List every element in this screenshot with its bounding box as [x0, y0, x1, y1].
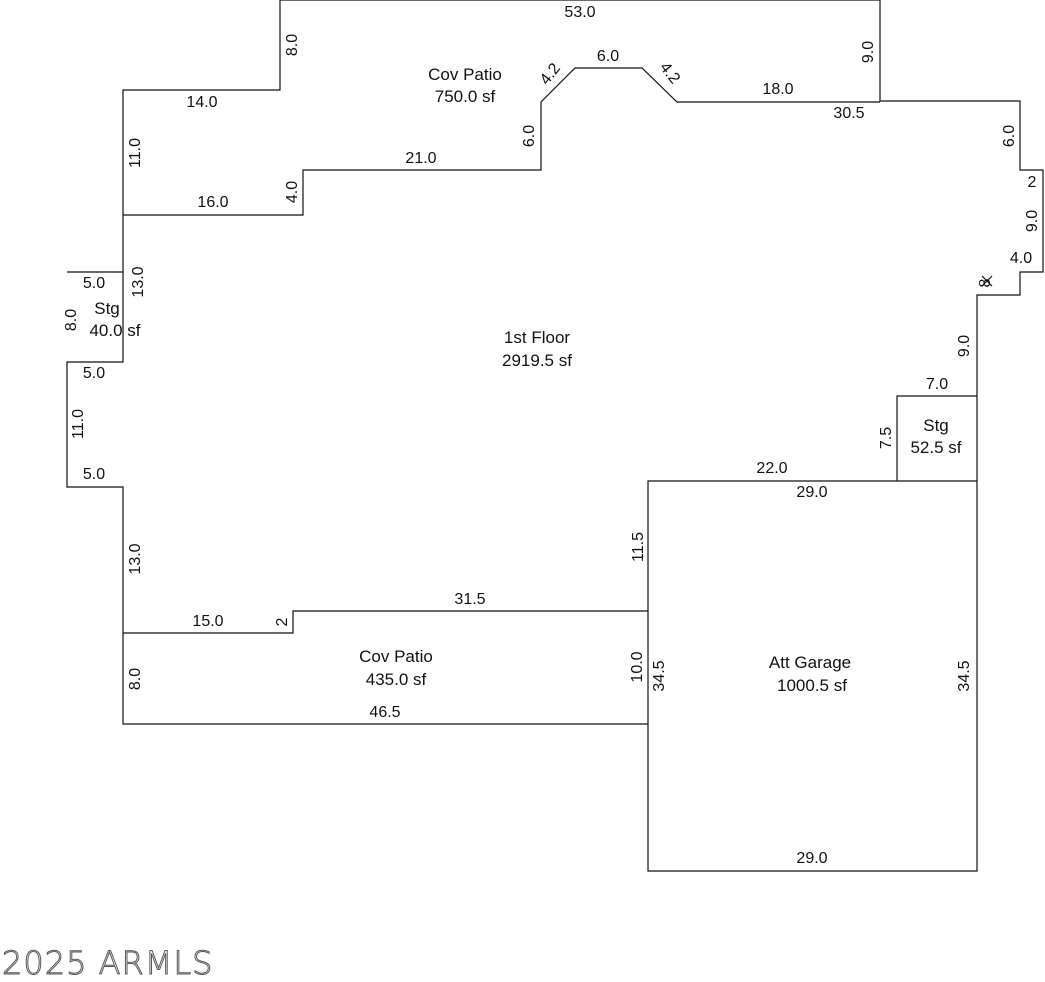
room-labels: Cov Patio 750.0 sf 1st Floor 2919.5 sf S… — [89, 65, 961, 695]
dim-label: 6.0 — [1001, 125, 1018, 147]
garage-outline — [647, 481, 978, 872]
plan-outlines — [66, 0, 1044, 872]
dim-label: 10.0 — [629, 651, 646, 682]
dim-label: 11.0 — [70, 409, 87, 439]
room-name-cov-patio-top: Cov Patio — [428, 65, 502, 84]
dim-label: 5.0 — [83, 466, 105, 483]
dim-label: 18.0 — [762, 81, 793, 98]
dim-label: 31.5 — [454, 591, 485, 608]
room-name-att-garage: Att Garage — [769, 653, 851, 672]
house-outline — [66, 0, 1044, 634]
room-name-stg-left: Stg — [94, 299, 120, 318]
dim-label: 11.5 — [630, 532, 647, 562]
dim-label: 8.0 — [63, 309, 80, 331]
room-area-first-floor: 2919.5 sf — [502, 351, 572, 370]
room-area-stg-right: 52.5 sf — [910, 438, 961, 457]
dim-label: 7.0 — [926, 376, 948, 393]
dim-label: 8.0 — [284, 34, 301, 56]
dim-label: 11.0 — [127, 138, 144, 168]
corner-marker — [981, 275, 993, 287]
dim-label: 9.0 — [860, 41, 877, 63]
dim-label: 15.0 — [192, 613, 223, 630]
room-name-first-floor: 1st Floor — [504, 328, 570, 347]
room-area-cov-patio-bottom: 435.0 sf — [366, 670, 427, 689]
dim-label: 13.0 — [127, 543, 144, 574]
bottom-patio-outline — [122, 611, 649, 725]
room-name-cov-patio-bottom: Cov Patio — [359, 647, 433, 666]
dimension-labels: 53.0 8.0 9.0 14.0 6.0 4.2 4.2 18.0 30.5 … — [63, 4, 1041, 867]
dim-label: 9.0 — [956, 335, 973, 357]
dim-label: 5.0 — [83, 365, 105, 382]
dim-label: 7.5 — [878, 427, 895, 449]
top-patio-inner-boundary — [123, 67, 880, 216]
right-storage-outline — [896, 395, 977, 481]
dim-label: 2 — [274, 617, 291, 626]
dim-label: 29.0 — [796, 484, 827, 501]
dim-label: 8 — [977, 278, 994, 287]
dim-label: 5.0 — [83, 275, 105, 292]
dim-label: 9.0 — [1024, 210, 1041, 232]
watermark-text: 2025 ARMLS — [1, 944, 214, 982]
room-area-att-garage: 1000.5 sf — [777, 676, 847, 695]
dim-label: 6.0 — [521, 125, 538, 147]
room-name-stg-right: Stg — [923, 416, 949, 435]
dim-label: 34.5 — [651, 660, 668, 691]
dim-label: 22.0 — [756, 460, 787, 477]
dim-label: 29.0 — [796, 850, 827, 867]
dim-label: 8.0 — [127, 668, 144, 690]
dim-label: 14.0 — [186, 94, 217, 111]
dim-label: 21.0 — [405, 150, 436, 167]
dim-label: 16.0 — [197, 194, 228, 211]
dim-label: 4.2 — [537, 60, 564, 88]
dim-label: 13.0 — [130, 266, 147, 297]
dim-label: 4.0 — [284, 181, 301, 203]
dim-label: 4.0 — [1010, 250, 1032, 267]
room-area-cov-patio-top: 750.0 sf — [435, 87, 496, 106]
dim-label: 34.5 — [956, 660, 973, 691]
dim-label: 53.0 — [564, 4, 595, 21]
dim-label: 46.5 — [369, 704, 400, 721]
dim-label: 6.0 — [597, 48, 619, 65]
dim-label: 4.2 — [656, 59, 683, 87]
room-area-stg-left: 40.0 sf — [89, 321, 140, 340]
dim-label: 30.5 — [833, 105, 864, 122]
dim-label: 2 — [1028, 174, 1037, 191]
